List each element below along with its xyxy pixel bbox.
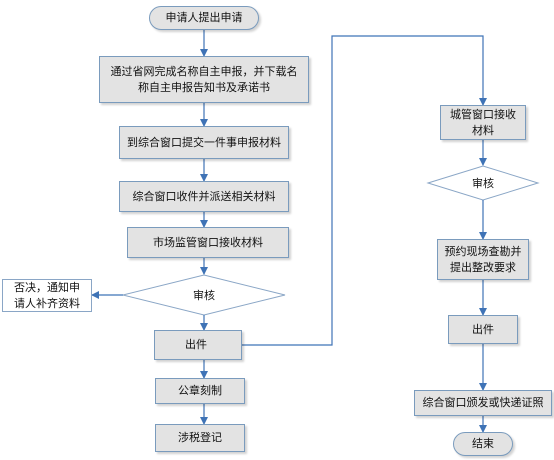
tax-node: 涉税登记 bbox=[155, 424, 245, 452]
step1-label: 通过省网完成名称自主申报，并下载名称自主申报告知书及承诺书 bbox=[110, 64, 298, 94]
step3-node: 综合窗口收件并派送相关材料 bbox=[119, 181, 289, 212]
reject-node: 否决，通知申请人补齐资料 bbox=[2, 279, 92, 312]
output-right-label: 出件 bbox=[472, 322, 494, 336]
urban-receive-label: 城管窗口接收材料 bbox=[450, 107, 516, 137]
review-right-diamond bbox=[426, 165, 540, 201]
review-left-label: 审核 bbox=[193, 289, 215, 302]
seal-node: 公章刻制 bbox=[155, 378, 245, 404]
review-right-label: 审核 bbox=[472, 177, 494, 190]
seal-label: 公章刻制 bbox=[178, 384, 222, 397]
end-label: 结束 bbox=[472, 437, 494, 450]
review-left-diamond bbox=[122, 274, 286, 316]
step2-node: 到综合窗口提交一件事申报材料 bbox=[119, 126, 289, 159]
start-node: 申请人提出申请 bbox=[149, 6, 259, 30]
issue-node: 综合窗口颁发或快递证照 bbox=[414, 390, 552, 416]
tax-label: 涉税登记 bbox=[178, 431, 222, 444]
step2-label: 到综合窗口提交一件事申报材料 bbox=[127, 135, 281, 149]
output-left-node: 出件 bbox=[154, 330, 242, 360]
arrow-output-to-urban bbox=[242, 35, 487, 346]
output-right-node: 出件 bbox=[448, 315, 518, 344]
step4-node: 市场监管窗口接收材料 bbox=[127, 227, 289, 258]
step3-label: 综合窗口收件并派送相关材料 bbox=[132, 189, 276, 203]
urban-receive-node: 城管窗口接收材料 bbox=[440, 105, 526, 140]
issue-label: 综合窗口颁发或快递证照 bbox=[422, 396, 544, 409]
inspect-node: 预约现场查勘并提出整改要求 bbox=[437, 239, 529, 280]
step1-node: 通过省网完成名称自主申报，并下载名称自主申报告知书及承诺书 bbox=[99, 56, 309, 103]
end-node: 结束 bbox=[453, 432, 513, 456]
start-label: 申请人提出申请 bbox=[165, 11, 243, 24]
reject-label: 否决，通知申请人补齐资料 bbox=[14, 280, 80, 310]
step4-label: 市场监管窗口接收材料 bbox=[153, 235, 263, 249]
output-left-label: 出件 bbox=[185, 338, 207, 351]
inspect-label: 预约现场查勘并提出整改要求 bbox=[444, 244, 522, 274]
